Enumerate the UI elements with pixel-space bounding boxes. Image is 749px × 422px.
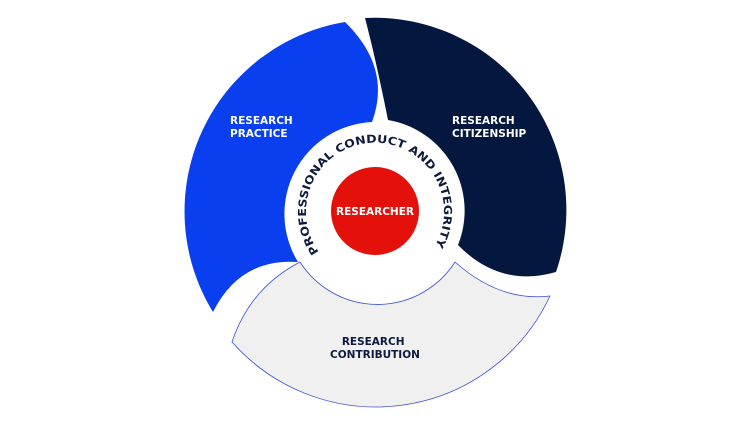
researcher-label: RESEARCHER	[336, 206, 414, 218]
contribution-label: RESEARCH CONTRIBUTION	[330, 336, 420, 361]
citizenship-label: RESEARCH CITIZENSHIP	[452, 115, 527, 140]
practice-label: RESEARCH PRACTICE	[230, 115, 296, 140]
segment-research-contribution	[231, 261, 551, 408]
segment-research-citizenship	[365, 17, 567, 277]
segment-research-practice	[184, 22, 378, 312]
researcher-circle	[331, 167, 419, 255]
